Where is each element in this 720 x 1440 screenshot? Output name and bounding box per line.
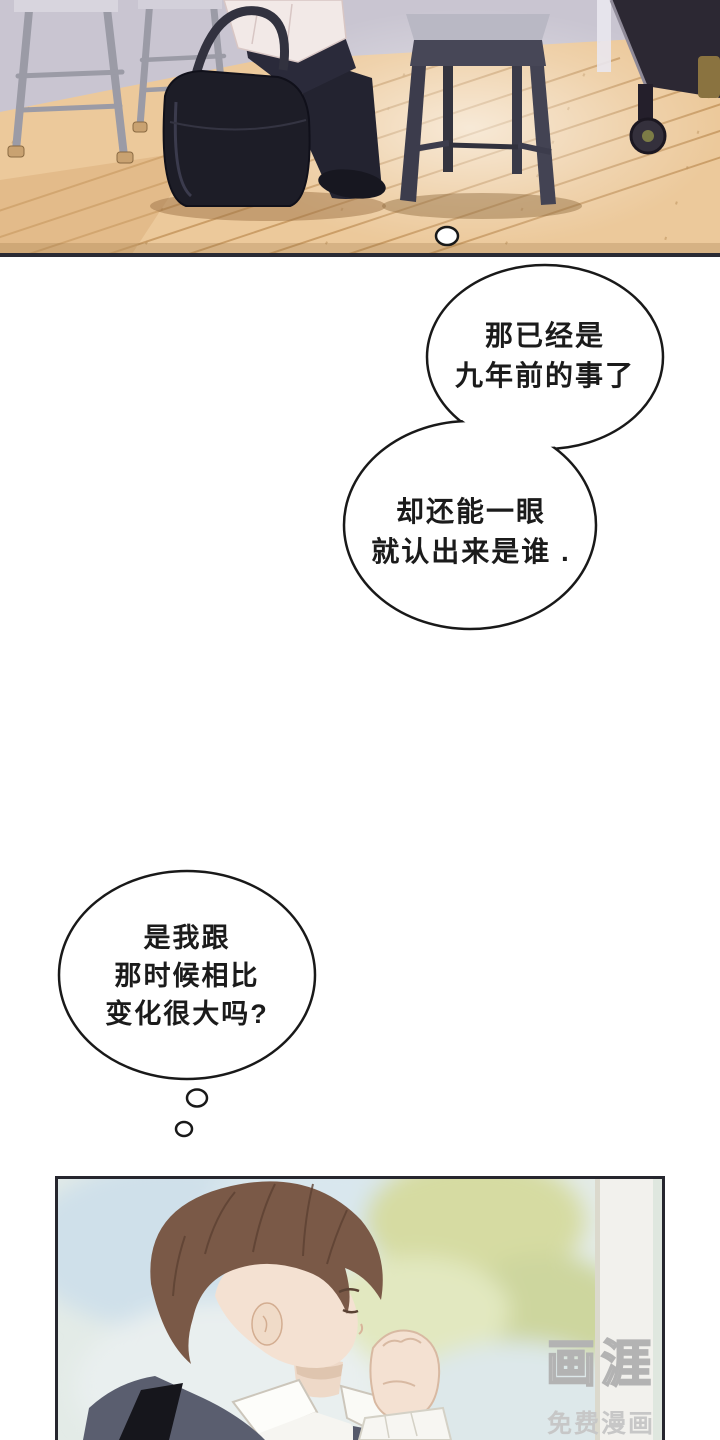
chair-shadow bbox=[382, 193, 582, 219]
fist bbox=[369, 1329, 441, 1421]
chair bbox=[382, 14, 582, 219]
thinking-man bbox=[83, 1181, 453, 1440]
floor-shade bbox=[0, 150, 200, 257]
bubble-line: 九年前的事了 bbox=[454, 360, 635, 391]
bottom-panel-illustration bbox=[55, 1176, 665, 1440]
panel-border bbox=[0, 253, 720, 257]
school-bag bbox=[162, 69, 311, 207]
thought-bubble-2-text: 却还能一眼 就认出来是谁 . bbox=[331, 492, 611, 572]
bubble-line: 那时候相比 bbox=[114, 961, 260, 991]
shoulder-strap bbox=[119, 1383, 183, 1440]
hair bbox=[150, 1181, 383, 1364]
panel-border bbox=[55, 1176, 665, 1440]
piano-corner bbox=[597, 0, 720, 155]
window-frame bbox=[595, 1176, 653, 1440]
thought-bubble-3-text: 是我跟 那时候相比 变化很大吗? bbox=[62, 919, 312, 1033]
eyebrow bbox=[338, 1288, 360, 1294]
closed-eye bbox=[342, 1308, 359, 1314]
watermark: 画涯 免费漫画 bbox=[536, 1324, 666, 1440]
bubble-line: 那已经是 bbox=[484, 320, 605, 351]
legs bbox=[300, 55, 382, 199]
bubble-line: 就认出来是谁 . bbox=[371, 536, 571, 567]
top-panel-illustration bbox=[0, 0, 720, 257]
brass-pedal bbox=[698, 56, 720, 98]
hair-strands bbox=[172, 1183, 348, 1297]
crouching-student-with-bag bbox=[150, 0, 386, 221]
bag-strap bbox=[190, 6, 289, 80]
collar-left bbox=[231, 1378, 319, 1438]
face bbox=[215, 1255, 358, 1368]
panel-edge-shade bbox=[0, 243, 720, 253]
shirt bbox=[257, 1412, 357, 1440]
watermark-caption: 免费漫画 bbox=[546, 1410, 655, 1438]
bubble-line: 变化很大吗? bbox=[105, 999, 269, 1029]
bubble-line: 却还能一眼 bbox=[395, 496, 546, 527]
shoe bbox=[318, 169, 386, 199]
watermark-logo: 画涯 bbox=[545, 1335, 656, 1393]
bubble-tail-dot bbox=[174, 1120, 194, 1138]
bubble-line: 是我跟 bbox=[143, 923, 231, 953]
nose bbox=[358, 1323, 364, 1335]
bubble-tail-dot bbox=[185, 1088, 209, 1108]
shirt-cuff bbox=[357, 1406, 453, 1440]
thought-bubble-1-text: 那已经是 九年前的事了 bbox=[415, 316, 675, 396]
